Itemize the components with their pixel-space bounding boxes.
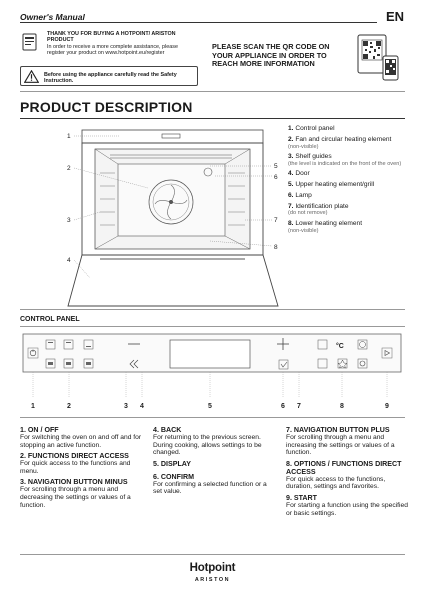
- item-text: For quick access to the functions and me…: [20, 460, 131, 475]
- callout-4: 4: [67, 257, 71, 264]
- callout-2: 2: [67, 165, 71, 172]
- safety-warning-box: [20, 66, 198, 86]
- item-heading: 6. CONFIRM: [153, 472, 194, 481]
- function-buttons-right: [317, 339, 368, 369]
- thanks-body: In order to receive a more complete assi…: [47, 43, 178, 50]
- list-item: 7. Identification plate(do not remove): [288, 202, 349, 217]
- cp-number-1: 1: [31, 403, 35, 410]
- callout-8: 8: [274, 244, 278, 251]
- manual-book-icon: [22, 33, 37, 51]
- callout-6: 6: [274, 174, 278, 181]
- list-item: 6. Lamp: [288, 191, 312, 199]
- item-heading: 1. ON / OFF: [20, 426, 59, 434]
- item-heading: 5. DISPLAY: [153, 459, 191, 468]
- cp-number-3: 3: [124, 403, 128, 410]
- list-item: 1. Control panel: [288, 125, 335, 132]
- thanks-register-link[interactable]: register your product on www.hotpoint.eu…: [47, 50, 165, 57]
- brand-logo: Hotpoint: [189, 562, 236, 574]
- cp-number-8: 8: [340, 403, 344, 410]
- qr-instruction: PLEASE SCAN THE QR CODE ON YOUR APPLIANC…: [212, 42, 340, 69]
- section-divider: [20, 118, 405, 120]
- list-item: 5. Upper heating element/grill: [288, 181, 375, 188]
- header-bottom-divider: [20, 91, 405, 92]
- item-text: For quick access to the functions, durat…: [286, 475, 386, 491]
- item-heading: 8. OPTIONS / FUNCTIONS DIRECT ACCESS: [286, 459, 402, 476]
- item-text: For switching the oven on and off and fo…: [20, 434, 142, 449]
- warning-line-2: Instruction.: [44, 78, 74, 85]
- qr-line-2: YOUR APPLIANCE IN ORDER TO: [212, 50, 327, 60]
- control-panel-title: CONTROL PANEL: [20, 316, 80, 323]
- plus-button: [277, 338, 289, 350]
- list-item: 8. Lower heating element(non-visible): [288, 219, 363, 234]
- qr-line-1: PLEASE SCAN THE QR CODE ON: [212, 42, 330, 51]
- descriptions-col-2: 4. BACK For returning to the previous sc…: [153, 424, 273, 499]
- qr-scan-phone-icon: [357, 34, 399, 81]
- item-heading: 2. FUNCTIONS DIRECT ACCESS: [20, 452, 129, 461]
- start-button: [381, 347, 393, 359]
- safety-warning-text: Before using the appliance carefully rea…: [44, 72, 194, 84]
- descriptions-col-3: 7. NAVIGATION BUTTON PLUS For scrolling …: [286, 424, 411, 520]
- product-description-title: PRODUCT DESCRIPTION: [20, 99, 193, 115]
- cp-number-6: 6: [281, 403, 285, 410]
- cp-number-9: 9: [385, 403, 389, 410]
- cp-number-5: 5: [208, 403, 212, 410]
- confirm-button: [278, 359, 289, 370]
- item-heading: 9. START: [286, 493, 318, 502]
- thanks-block: THANK YOU FOR BUYING A HOTPOINT/ ARISTON…: [22, 31, 200, 63]
- list-item: 3. Shelf guides(the level is indicated o…: [288, 153, 402, 167]
- control-panel-top-divider: [20, 309, 405, 310]
- descriptions-divider: [20, 417, 405, 418]
- thanks-heading-2: PRODUCT: [47, 37, 74, 44]
- manual-title: Owner's Manual: [20, 12, 85, 22]
- oven-diagram: 1 2 3 4 5 6 7 8: [67, 129, 279, 307]
- warning-icon: [24, 70, 39, 83]
- item-text: For scrolling through a menu and increas…: [286, 434, 395, 457]
- callout-5: 5: [274, 163, 278, 170]
- control-panel-divider: [20, 326, 405, 327]
- function-buttons-left: [45, 339, 94, 369]
- item-text: For starting a function using the specif…: [286, 501, 408, 517]
- language-code: EN: [385, 9, 404, 24]
- display: [169, 339, 251, 369]
- back-button: [129, 359, 139, 369]
- warning-line-1: Before using the appliance carefully rea…: [44, 72, 177, 78]
- qr-line-3: REACH MORE INFORMATION: [212, 59, 315, 68]
- thanks-heading: THANK YOU FOR BUYING A HOTPOINT/ ARISTON: [47, 31, 176, 37]
- item-text: For returning to the previous screen. Du…: [153, 434, 262, 457]
- item-heading: 4. BACK: [153, 426, 182, 434]
- control-panel-diagram: °C 1 2 3 4 5 6 7 8 9: [22, 333, 402, 410]
- item-heading: 7. NAVIGATION BUTTON PLUS: [286, 426, 390, 434]
- item-text: For confirming a selected function or a …: [153, 480, 267, 496]
- header-divider: [20, 22, 377, 23]
- celsius-unit: °C: [336, 342, 344, 350]
- cp-number-2: 2: [67, 403, 71, 410]
- cp-number-7: 7: [297, 403, 301, 410]
- footer-divider: [20, 554, 405, 555]
- item-heading: 3. NAVIGATION BUTTON MINUS: [20, 478, 128, 487]
- list-item: 2. Fan and circular heating element(non-…: [288, 135, 392, 150]
- item-text: For scrolling through a menu and decreas…: [20, 486, 131, 509]
- brand-logo-sub: ARISTON: [194, 577, 231, 583]
- callout-3: 3: [67, 217, 71, 224]
- parts-list: 1. Control panel 2. Fan and circular hea…: [288, 125, 413, 237]
- cp-number-4: 4: [140, 403, 144, 410]
- list-item: 4. Door: [288, 170, 310, 178]
- callout-7: 7: [274, 217, 278, 224]
- descriptions-col-1: 1. ON / OFF For switching the oven on an…: [20, 424, 148, 512]
- power-icon: [27, 347, 39, 359]
- callout-1: 1: [67, 133, 71, 140]
